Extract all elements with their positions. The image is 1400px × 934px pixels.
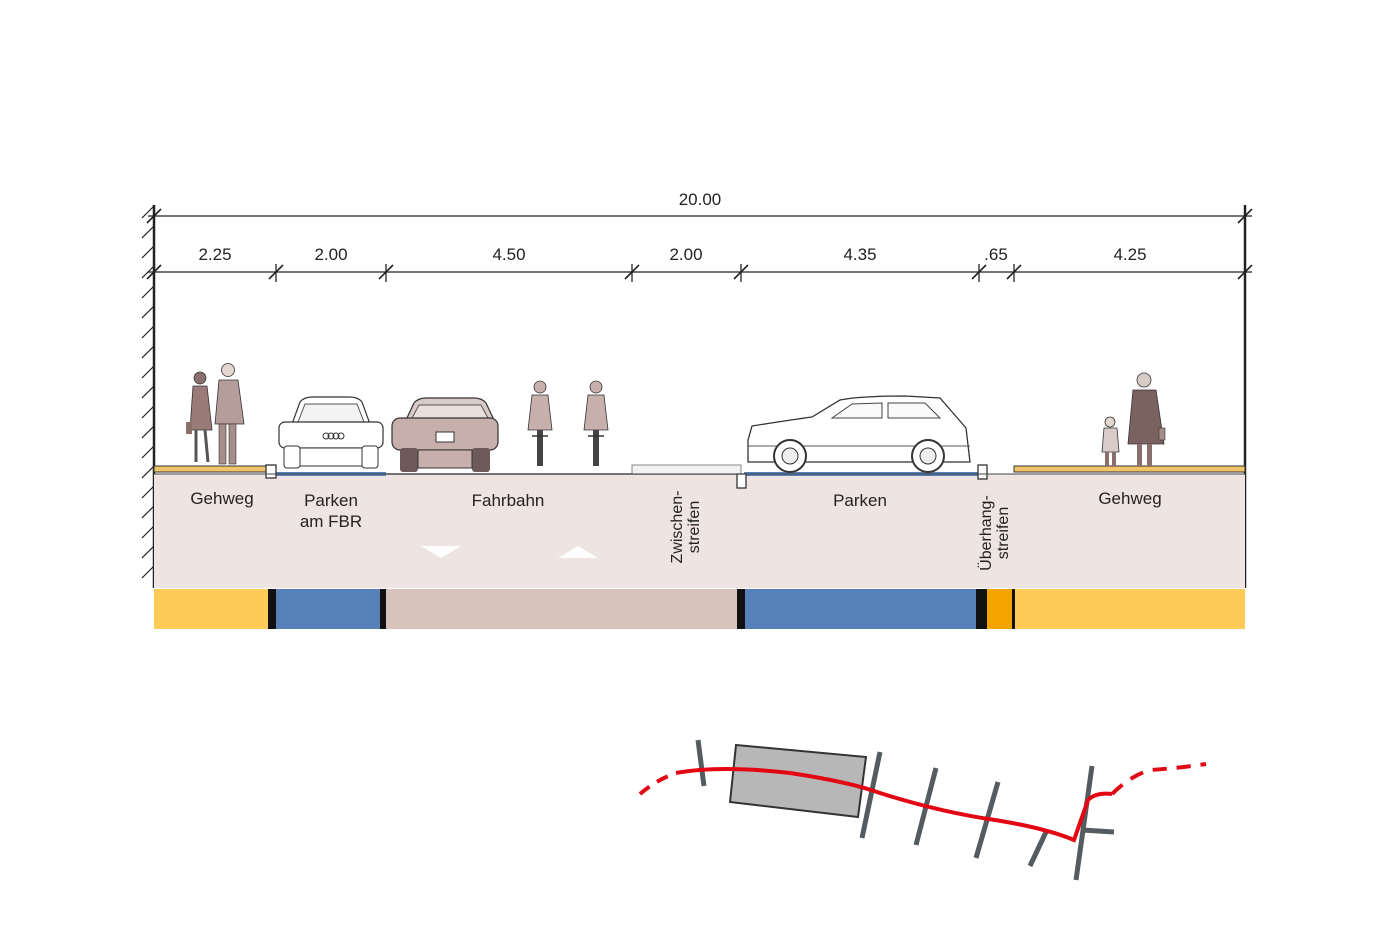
dimension-zwischenstreifen: 2.00	[669, 245, 703, 264]
label-ueberhangstreifen-line2: streifen	[995, 506, 1012, 560]
dimension-ueberhangstreifen: .65	[984, 245, 1008, 264]
dimension-gehweg-left: 2.25	[198, 245, 232, 264]
dimension-parken-right: 4.35	[843, 245, 877, 264]
color-bar	[154, 589, 1245, 629]
parked-car-front-icon	[278, 396, 384, 469]
cyclist-icon	[527, 380, 553, 466]
label-gehweg-right: Gehweg	[1098, 489, 1162, 508]
surface-line	[153, 464, 1246, 489]
direction-arrow-up-icon	[558, 546, 598, 558]
car-front-icon	[391, 397, 499, 472]
label-fahrbahn: Fahrbahn	[471, 491, 545, 510]
pedestrian-couple-icon	[186, 363, 245, 465]
dimension-gehweg-right: 4.25	[1113, 245, 1147, 264]
street-body	[154, 474, 1245, 588]
parked-car-side-icon	[747, 395, 971, 473]
label-gehweg-left: Gehweg	[190, 489, 254, 508]
label-zwischenstreifen-line2: streifen	[686, 500, 703, 554]
pedestrian-with-child-icon	[1101, 372, 1166, 466]
cyclist-icon	[583, 380, 609, 466]
label-parken-fbr-line1: Parken	[304, 491, 358, 510]
building-block	[728, 743, 868, 819]
route-line	[675, 767, 1113, 843]
label-zwischenstreifen-line1: Zwischen-	[669, 490, 686, 564]
location-sketch	[638, 739, 1207, 881]
route-line-dashed-left	[638, 771, 677, 796]
label-parken-fbr-line2: am FBR	[299, 512, 363, 531]
route-line-dashed-right	[1110, 762, 1207, 796]
label-zwischenstreifen: Zwischen- streifen	[669, 475, 703, 579]
dimension-parken-fbr: 2.00	[314, 245, 348, 264]
label-parken-right: Parken	[833, 491, 887, 510]
label-ueberhangstreifen: Überhang- streifen	[978, 481, 1012, 585]
dimension-lines	[146, 208, 1253, 282]
building-wall	[141, 205, 156, 588]
dimension-fahrbahn: 4.50	[492, 245, 526, 264]
dimension-total: 20.00	[678, 190, 722, 209]
label-ueberhangstreifen-line1: Überhang-	[978, 495, 995, 571]
direction-arrow-down-icon	[421, 546, 461, 558]
